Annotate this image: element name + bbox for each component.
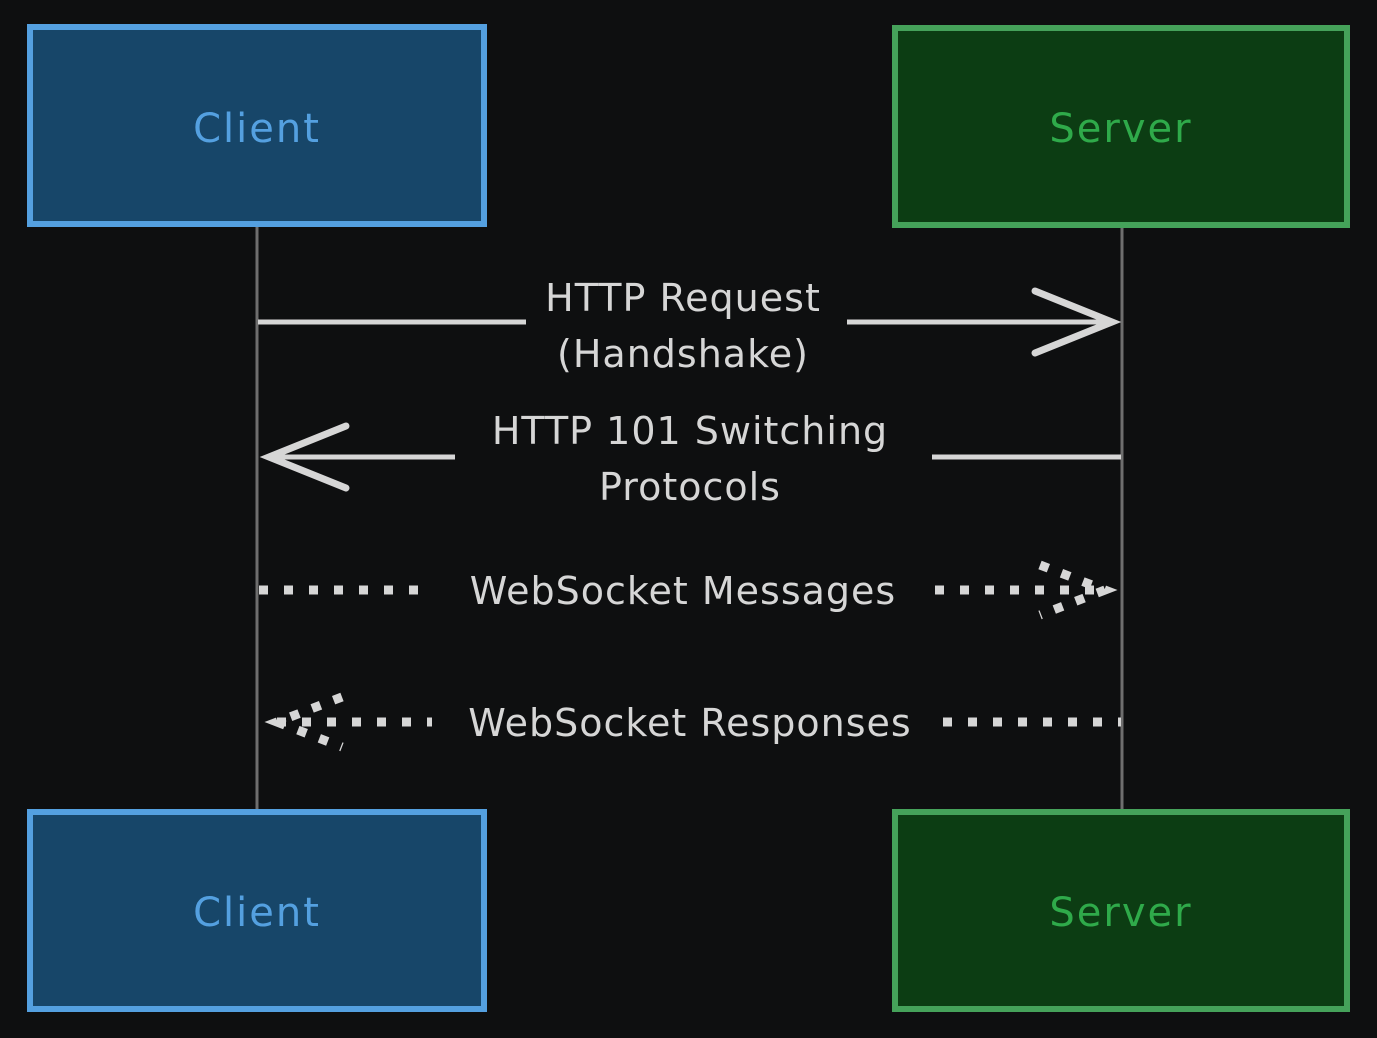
server-box-bottom-label: Server xyxy=(1049,890,1192,936)
message-1-arrowhead xyxy=(1031,287,1122,357)
client-box-top-rect xyxy=(27,24,487,227)
server-box-top-label: Server xyxy=(1049,106,1192,152)
client-box-bottom-label: Client xyxy=(193,890,321,936)
message-2-http-101-switching-protocols[interactable]: HTTP 101 Switching Protocols xyxy=(259,409,1121,509)
message-2-label-line-2: Protocols xyxy=(599,465,781,509)
message-3-label-line-1: WebSocket Messages xyxy=(470,569,896,613)
participant-box-server-bottom[interactable]: Server xyxy=(892,809,1350,1012)
message-1-http-request-handshake[interactable]: HTTP Request (Handshake) xyxy=(258,276,1122,376)
message-2-label-line-1: HTTP 101 Switching xyxy=(492,409,888,453)
client-box-top-label: Client xyxy=(193,106,321,152)
server-box-bottom-rect xyxy=(892,809,1350,1012)
message-2-arrowhead xyxy=(259,422,350,492)
message-3-arrowhead xyxy=(1038,560,1118,620)
message-3-websocket-messages[interactable]: WebSocket Messages xyxy=(259,560,1118,620)
message-4-label-line-1: WebSocket Responses xyxy=(468,701,911,745)
message-1-label-line-2: (Handshake) xyxy=(557,332,809,376)
client-box-bottom-rect xyxy=(27,809,487,1012)
participant-box-server-top[interactable]: Server xyxy=(892,25,1350,228)
server-box-top-rect xyxy=(892,25,1350,228)
participant-box-client-bottom[interactable]: Client xyxy=(27,809,487,1012)
message-4-arrowhead xyxy=(264,692,344,752)
message-4-websocket-responses[interactable]: WebSocket Responses xyxy=(264,692,1121,752)
message-1-label-line-1: HTTP Request xyxy=(545,276,821,320)
participant-box-client-top[interactable]: Client xyxy=(27,24,487,227)
